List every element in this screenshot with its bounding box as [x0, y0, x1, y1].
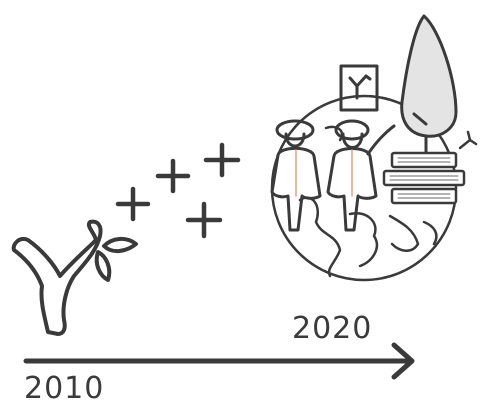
plus-icon — [115, 142, 241, 239]
picture-frame-icon — [339, 64, 379, 112]
sprout-icon — [11, 219, 138, 336]
arrow-right-icon — [23, 342, 415, 380]
timeline-end-year: 2020 — [292, 311, 373, 346]
tree-icon — [382, 14, 478, 205]
person-icon — [270, 119, 396, 232]
timeline-start-year: 2010 — [24, 371, 105, 406]
